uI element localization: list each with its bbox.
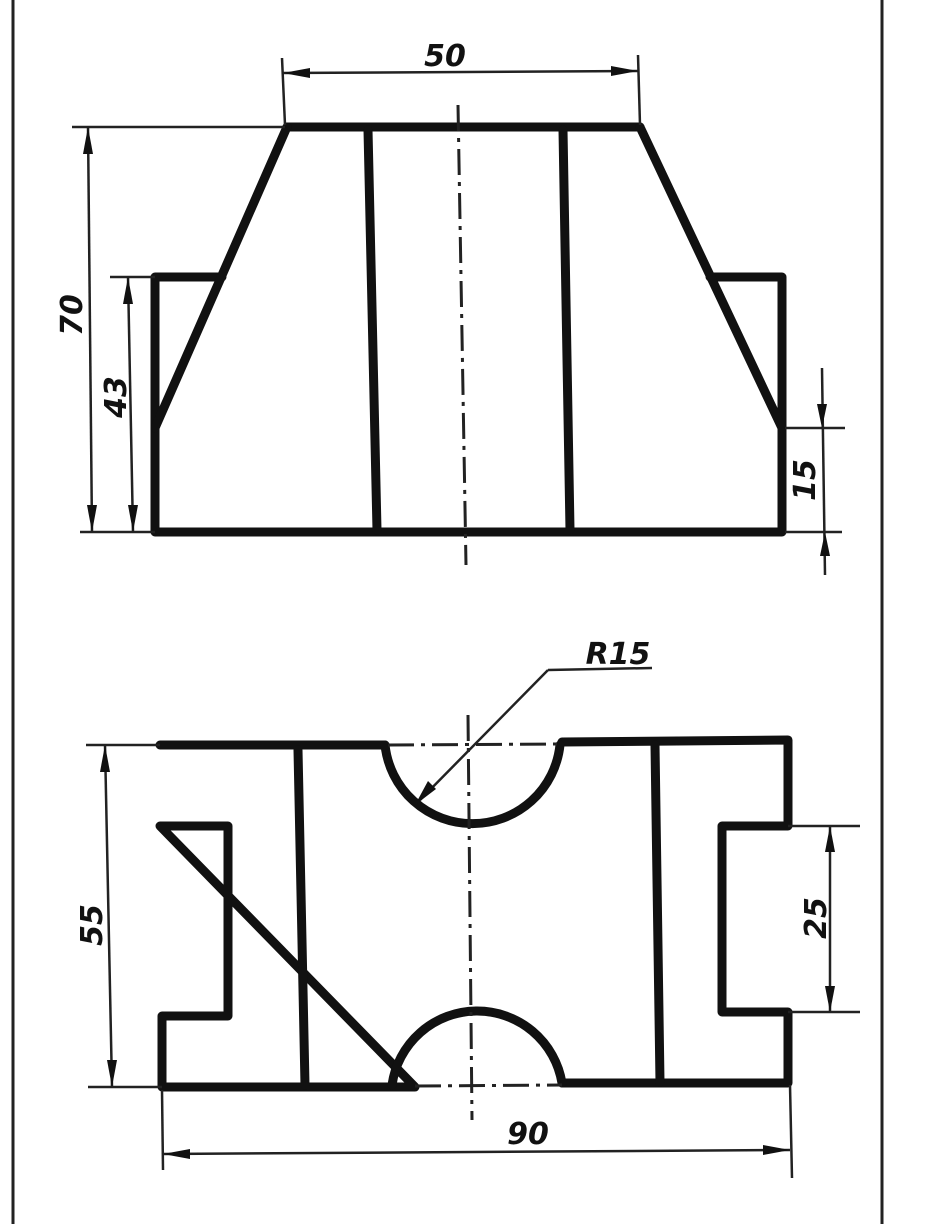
front-view-inner-line-left xyxy=(363,125,382,535)
front-view-right-taper xyxy=(635,122,787,433)
arrow-head xyxy=(107,1060,117,1087)
arrow-head xyxy=(283,68,310,78)
dimension-label-43: 43 xyxy=(99,376,134,419)
front-view: 50 70 43 15 xyxy=(55,39,845,576)
dimension-small-height: 15 xyxy=(785,367,845,576)
arrow-head xyxy=(128,505,138,532)
dimension-label-r15: R15 xyxy=(586,637,651,672)
arrow-head xyxy=(817,404,827,428)
arrow-head xyxy=(820,532,830,556)
arrow-head xyxy=(763,1145,790,1155)
arrow-head xyxy=(163,1149,190,1159)
arrow-head xyxy=(415,781,436,805)
dimension-label-50: 50 xyxy=(424,39,466,74)
dimension-label-15: 15 xyxy=(788,459,823,501)
dimension-label-55: 55 xyxy=(75,904,110,946)
arrow-head xyxy=(825,986,835,1012)
top-view: R15 55 25 90 xyxy=(75,637,860,1179)
dimension-total-width: 90 xyxy=(160,1084,794,1179)
arrow-head xyxy=(100,745,110,772)
dimension-label-90: 90 xyxy=(507,1117,549,1152)
top-view-inner-line-left xyxy=(293,745,310,1090)
dimension-slot-width: 25 xyxy=(788,824,860,1014)
top-view-centerline-top xyxy=(387,742,561,747)
front-view-centerline xyxy=(456,104,468,566)
arrow-head xyxy=(123,277,133,304)
top-view-outline xyxy=(155,735,793,1092)
dimension-step-height: 43 xyxy=(99,275,155,533)
top-view-inner-line-right xyxy=(650,740,665,1087)
front-view-inner-line-right xyxy=(558,125,575,535)
arrow-head xyxy=(825,826,835,852)
dimension-label-25: 25 xyxy=(799,897,834,939)
arrow-head xyxy=(83,127,93,154)
arrow-head xyxy=(87,505,97,532)
top-view-lower-arc xyxy=(387,1006,567,1090)
dimension-radius: R15 xyxy=(415,637,653,805)
top-view-centerline-vertical xyxy=(466,714,474,1121)
dimension-total-height: 70 xyxy=(55,125,285,534)
dimension-top-view-height: 55 xyxy=(75,743,162,1089)
front-view-left-taper xyxy=(150,122,292,433)
arrow-head xyxy=(611,66,638,76)
dimension-label-70: 70 xyxy=(55,294,90,336)
top-view-upper-arc xyxy=(380,740,565,829)
dimension-top-width: 50 xyxy=(280,39,642,126)
front-view-outline xyxy=(150,122,787,537)
top-view-centerline-bottom xyxy=(414,1083,563,1088)
